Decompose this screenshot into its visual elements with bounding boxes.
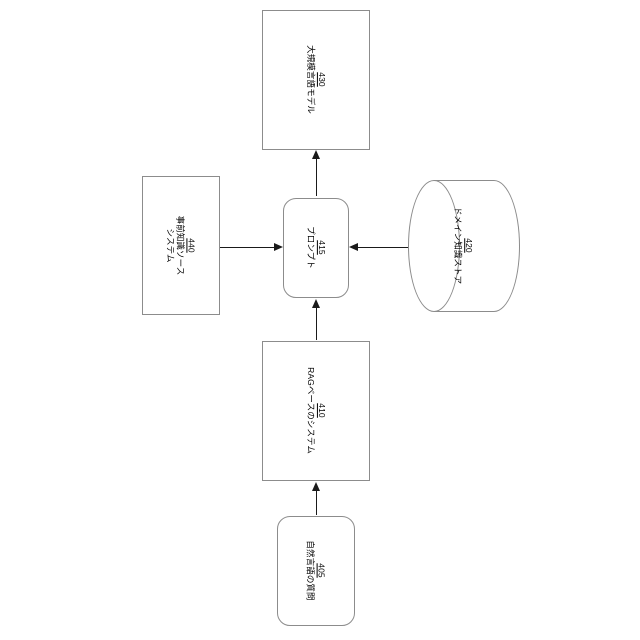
arrowhead-domain-store-to-prompt [349, 242, 358, 251]
edge-line-prior-knowledge-to-prompt [220, 247, 276, 248]
arrowhead-question-to-rag [311, 482, 320, 491]
node-label-410: 410 RAGベースのシステム [305, 367, 327, 455]
node-ref-410: 410 [316, 403, 327, 419]
arrowhead-prompt-to-llm [311, 150, 320, 159]
node-label-430: 430 大規模言語モデル [305, 45, 327, 115]
edge-line-question-to-rag [316, 485, 317, 515]
node-label-405: 405 自然言語の質問 [305, 541, 326, 601]
node-prompt[interactable]: 415 プロンプト [283, 198, 349, 298]
node-ref-415: 415 [316, 240, 327, 256]
node-label-420-text: 420 ドメイン知識ストア [453, 207, 475, 285]
node-caption-410: RAGベースのシステム [305, 367, 316, 455]
node-caption-420: ドメイン知識ストア [453, 207, 464, 285]
node-caption-415: プロンプト [305, 226, 316, 270]
arrowhead-rag-to-prompt [311, 299, 320, 308]
edge-line-rag-to-prompt [316, 302, 317, 340]
node-ref-440: 440 [186, 238, 197, 253]
node-caption-440-line2: システム [165, 228, 176, 263]
node-caption-440-line1: 事前知識ソース [175, 215, 186, 276]
node-label-415: 415 プロンプト [305, 226, 327, 270]
edge-line-prompt-to-llm [316, 152, 317, 196]
node-rag-based-system[interactable]: 410 RAGベースのシステム [262, 341, 370, 481]
node-label-420: 420 ドメイン知識ストア [408, 180, 520, 312]
node-caption-430: 大規模言語モデル [305, 45, 316, 115]
node-label-440: 440 事前知識ソース システム [165, 216, 196, 276]
arrowhead-prior-knowledge-to-prompt [274, 242, 283, 251]
node-caption-405: 自然言語の質問 [305, 540, 316, 602]
cylinder-left-ellipse [408, 180, 460, 312]
node-ref-405: 405 [316, 563, 327, 579]
node-prior-knowledge-source[interactable]: 440 事前知識ソース システム [142, 176, 220, 315]
node-natural-language-question[interactable]: 405 自然言語の質問 [277, 516, 355, 626]
cylinder-right-cap [468, 180, 520, 312]
node-domain-knowledge-store[interactable]: 420 ドメイン知識ストア [408, 180, 520, 312]
node-ref-430: 430 [316, 72, 327, 88]
node-large-language-model[interactable]: 430 大規模言語モデル [262, 10, 370, 150]
edge-line-domain-store-to-prompt [358, 247, 414, 248]
node-ref-420: 420 [464, 238, 475, 254]
